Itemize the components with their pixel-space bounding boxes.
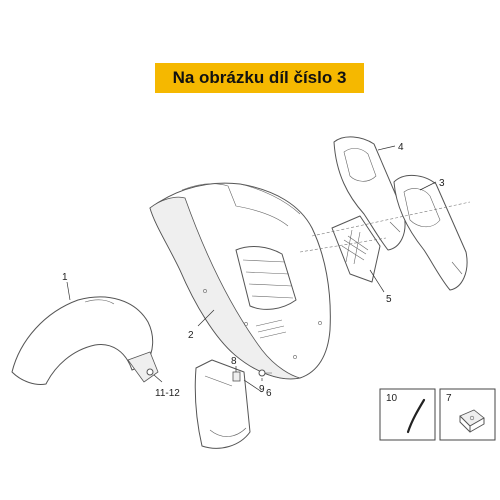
leader-2 — [197, 309, 215, 327]
callout-8: 8 — [231, 356, 237, 367]
detail-box-10[interactable]: 10 — [379, 388, 436, 441]
callout-9: 9 — [259, 384, 265, 395]
detail-box-10-label: 10 — [386, 393, 398, 404]
assembly-line-5 — [299, 237, 387, 253]
part-front-mudguard[interactable] — [11, 296, 159, 385]
leader-3 — [419, 181, 437, 191]
clip-nut-icon — [459, 409, 485, 433]
fastener-11-12[interactable] — [146, 368, 154, 376]
leader-1 — [66, 281, 71, 301]
seal-strip — [406, 398, 426, 434]
callout-5: 5 — [386, 294, 392, 305]
part-frame-4[interactable] — [333, 136, 406, 251]
callout-6: 6 — [266, 388, 272, 399]
callout-1: 1 — [62, 272, 68, 283]
callout-4: 4 — [398, 142, 404, 153]
leader-4 — [377, 145, 396, 151]
leader-5 — [369, 269, 385, 293]
detail-box-7-label: 7 — [446, 393, 452, 404]
part-small-grille[interactable] — [331, 215, 381, 283]
part-mud-flap[interactable] — [194, 359, 251, 449]
callout-3: 3 — [439, 178, 445, 189]
detail-box-7[interactable]: 7 — [439, 388, 496, 441]
callout-2: 2 — [188, 330, 194, 341]
leader-6 — [243, 379, 263, 393]
assembly-line-3-4 — [311, 201, 471, 237]
fastener-8[interactable] — [232, 371, 241, 382]
leader-11-12 — [153, 374, 163, 383]
part-frame-3[interactable] — [393, 175, 468, 291]
part-inner-shield[interactable] — [149, 182, 331, 380]
callout-11-12: 11-12 — [155, 388, 180, 399]
fastener-9[interactable] — [258, 369, 272, 377]
highlight-banner: Na obrázku díl číslo 3 — [155, 63, 364, 93]
